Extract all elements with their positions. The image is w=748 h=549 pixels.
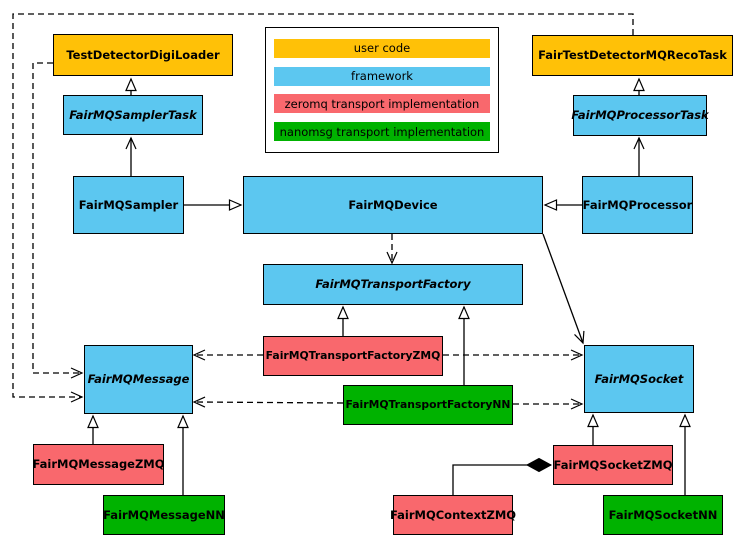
node-fairmqdevice: FairMQDevice	[243, 176, 543, 234]
node-fairmqmessagenn: FairMQMessageNN	[103, 495, 225, 535]
node-fairmqsocketzmq: FairMQSocketZMQ	[553, 445, 673, 485]
edge-recotask-message	[12, 13, 634, 403]
legend-item-user-code: user code	[274, 38, 490, 58]
node-fairmqcontextzmq: FairMQContextZMQ	[390, 495, 516, 535]
node-fairmqmessagezmq: FairMQMessageZMQ	[32, 444, 165, 485]
node-fairmqtransportfactorynn: FairMQTransportFactoryNN	[343, 385, 513, 425]
node-fairmqprocessor: FairMQProcessor	[582, 176, 693, 234]
node-fairmqtransportfactory: FairMQTransportFactory	[263, 264, 523, 305]
legend: user code framework zeromq transport imp…	[265, 27, 499, 153]
node-fairmqsocket: FairMQSocket	[584, 345, 694, 413]
edge-digiloader-message	[32, 62, 84, 379]
edge-device-socket	[542, 233, 585, 345]
node-fairtestdetectormqrecotask: FairTestDetectorMQRecoTask	[532, 35, 733, 76]
node-fairmqmessage: FairMQMessage	[84, 345, 193, 414]
node-fairmqsocketnn: FairMQSocketNN	[603, 495, 723, 535]
node-fairmqtransportfactoryzmq: FairMQTransportFactoryZMQ	[263, 336, 443, 376]
node-testdetectordigiloader: TestDetectorDigiLoader	[53, 34, 233, 76]
node-fairmqsampler: FairMQSampler	[73, 176, 184, 234]
legend-item-framework: framework	[274, 66, 490, 86]
edge-factorynn-message	[192, 396, 344, 408]
legend-item-nanomsg: nanomsg transport implementation	[274, 122, 490, 142]
legend-item-zeromq: zeromq transport implementation	[274, 94, 490, 114]
node-fairmqsamplertask: FairMQSamplerTask	[63, 95, 203, 135]
node-fairmqprocessortask: FairMQProcessorTask	[571, 95, 709, 136]
edge-contextzmq-socketzmq	[452, 465, 551, 495]
